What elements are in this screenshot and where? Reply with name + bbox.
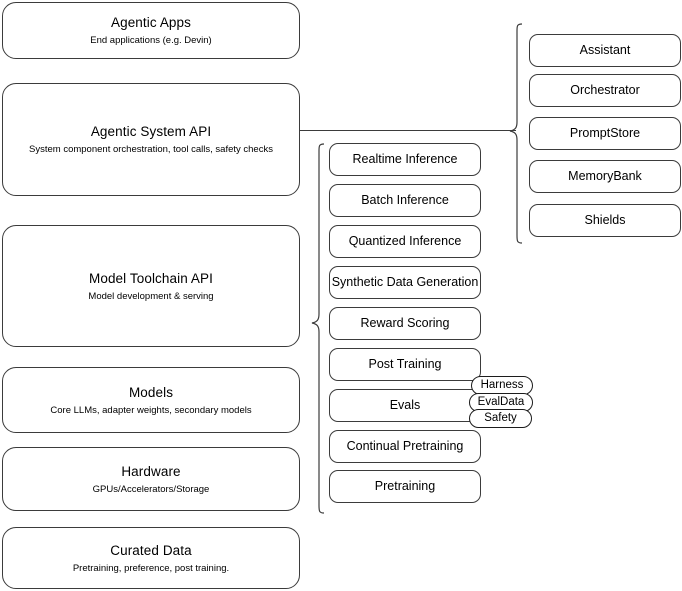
layer-agentic-apps[interactable]: Agentic Apps End applications (e.g. Devi… [2,2,300,59]
node-label: MemoryBank [568,169,642,183]
node-assistant[interactable]: Assistant [529,34,681,67]
layer-subtitle: GPUs/Accelerators/Storage [92,483,210,495]
layer-title: Model Toolchain API [89,270,213,286]
node-label: Pretraining [374,479,436,493]
tag-safety[interactable]: Safety [469,409,532,428]
layer-models[interactable]: Models Core LLMs, adapter weights, secon… [2,367,300,433]
node-label: Assistant [579,43,631,57]
node-label: Batch Inference [361,193,449,207]
tag-label: EvalData [477,396,525,408]
node-orchestrator[interactable]: Orchestrator [529,74,681,107]
node-label: Evals [389,398,421,412]
layer-subtitle: Pretraining, preference, post training. [72,562,230,574]
tag-evaldata[interactable]: EvalData [469,393,533,412]
node-shields[interactable]: Shields [529,204,681,237]
layer-agentic-system-api[interactable]: Agentic System API System component orch… [2,83,300,196]
layer-title: Agentic Apps [110,15,191,30]
node-label: Synthetic Data Generation [331,275,479,289]
node-batch-inference[interactable]: Batch Inference [329,184,481,217]
layer-title: Hardware [121,463,181,479]
layer-subtitle: End applications (e.g. Devin) [90,35,212,46]
node-label: PromptStore [569,126,641,140]
node-label: Shields [584,213,626,227]
node-label: Reward Scoring [360,316,450,330]
node-synthetic-data-generation[interactable]: Synthetic Data Generation [329,266,481,299]
layer-subtitle: Model development & serving [88,290,214,302]
node-quantized-inference[interactable]: Quantized Inference [329,225,481,258]
tag-label: Safety [484,412,517,424]
layer-subtitle: Core LLMs, adapter weights, secondary mo… [50,404,252,416]
layer-title: Models [128,384,174,400]
layer-subtitle: System component orchestration, tool cal… [29,144,273,155]
layer-title: Curated Data [110,542,192,558]
node-label: Continual Pretraining [346,439,464,453]
node-realtime-inference[interactable]: Realtime Inference [329,143,481,176]
node-evals[interactable]: Evals [329,389,481,422]
tag-label: Harness [480,379,524,391]
layer-title: Agentic System API [90,124,212,139]
layer-model-toolchain-api[interactable]: Model Toolchain API Model development & … [2,225,300,347]
node-continual-pretraining[interactable]: Continual Pretraining [329,430,481,463]
node-promptstore[interactable]: PromptStore [529,117,681,150]
node-label: Post Training [368,357,442,371]
node-reward-scoring[interactable]: Reward Scoring [329,307,481,340]
brace-system-nodes [509,23,523,244]
node-label: Quantized Inference [348,234,462,248]
layer-hardware[interactable]: Hardware GPUs/Accelerators/Storage [2,447,300,511]
node-memorybank[interactable]: MemoryBank [529,160,681,193]
connector-system-api-to-system-nodes [300,130,516,131]
brace-toolchain-nodes [311,143,325,514]
node-label: Orchestrator [570,83,640,97]
layer-curated-data[interactable]: Curated Data Pretraining, preference, po… [2,527,300,589]
node-pretraining[interactable]: Pretraining [329,470,481,503]
node-post-training[interactable]: Post Training [329,348,481,381]
node-label: Realtime Inference [352,152,458,166]
